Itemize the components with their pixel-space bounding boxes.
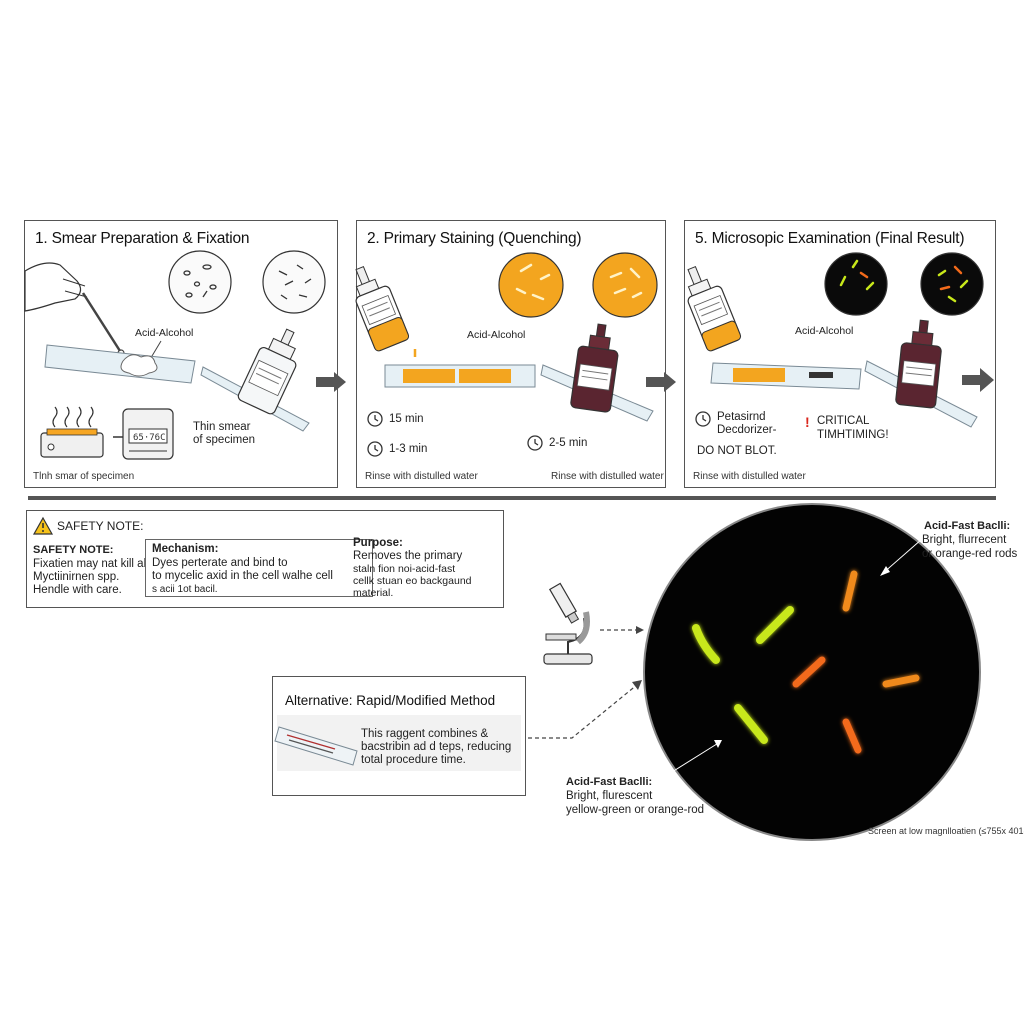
safety-line: Fixatien may nat kill all: [33, 558, 149, 570]
rinse-label: Rinse with distulled water: [551, 471, 664, 482]
fluorescent-field-icon: [824, 252, 888, 316]
acid-fast-desc: Bright, flurescent: [566, 790, 653, 802]
slide-warmer-icon: [40, 406, 104, 458]
time-label: 15 min: [389, 413, 424, 425]
reagent-label: Acid-Alcohol: [467, 329, 526, 341]
acid-fast-label-bottom: Acid-Fast Baclli:: [566, 776, 653, 788]
alternative-title: Alternative: Rapid/Modified Method: [285, 693, 496, 708]
clock-icon: [695, 411, 711, 427]
purpose-line: cellk stuan eo backgaund: [353, 575, 472, 587]
panel-title: 1. Smear Preparation & Fixation: [35, 230, 250, 247]
safety-line: Hendle with care.: [33, 584, 122, 596]
decolorizer-bottle-icon: [540, 323, 654, 422]
stained-petri-dish: [498, 252, 564, 318]
microscope-icon: [543, 582, 593, 665]
panel-title: 5. Microsopic Examination (Final Result): [695, 230, 965, 247]
acid-fast-desc: Bright, flurrecent: [922, 534, 1007, 546]
petri-dish-icon: [262, 250, 326, 314]
dashed-connector: [600, 626, 644, 634]
time-label: 2-5 min: [549, 437, 588, 449]
safety-line: Myctiinirnen spp.: [33, 571, 120, 583]
bottom-label: Tlnh smar of specimen: [33, 471, 135, 482]
alternative-line: bacstribin ad d teps, reducing: [361, 741, 512, 753]
dashed-connector: [528, 680, 642, 739]
purpose-title: Purpose:: [353, 537, 403, 549]
acid-fast-label-top: Acid-Fast Baclli:: [924, 520, 1011, 532]
purpose-line: staln fion noi-acid-fast: [353, 563, 456, 575]
stained-slide: [384, 364, 536, 388]
decolorizer-bottle-icon: [864, 319, 978, 428]
purpose-line: Removes the primary: [353, 550, 463, 562]
critical-label: CRITICAL: [817, 415, 870, 427]
decolorizer-label: Decdorizer-: [717, 424, 777, 436]
acid-fast-desc: or orange-red rods: [922, 548, 1018, 560]
rinse-label: Rinse with distulled water: [365, 471, 478, 482]
purpose-line: material.: [353, 587, 394, 599]
decolorizer-label: Petasirnd: [717, 411, 766, 423]
step-arrow: [962, 368, 994, 392]
alternative-line: This raggent combines &: [361, 728, 489, 740]
step-arrow: [316, 372, 346, 392]
stain-bottle-icon: [687, 265, 742, 352]
panel-microscopic-examination: 5. Microsopic Examination (Final Result)…: [684, 220, 996, 488]
slide-with-smear: [44, 344, 196, 384]
warning-icon: [32, 516, 54, 535]
stain-bottle-icon: [355, 265, 417, 357]
mechanism-line: Dyes perterate and bind to: [152, 557, 288, 569]
safety-note-box: SAFETY NOTE: SAFETY NOTE: Fixatien may n…: [26, 510, 504, 608]
alternative-line: total procedure time.: [361, 754, 466, 766]
examined-slide: [710, 362, 862, 390]
mechanism-line: s acii 1ot bacil.: [152, 584, 218, 595]
critical-label: TIMHTIMING!: [817, 429, 889, 441]
rapid-slide-icon: [274, 726, 358, 766]
section-divider: [28, 496, 996, 500]
do-not-blot-label: DO NOT BLOT.: [697, 445, 777, 457]
clock-icon: [527, 435, 543, 451]
incubator-icon: [122, 408, 174, 460]
clock-icon: [367, 441, 383, 457]
panel-primary-staining: 2. Primary Staining (Quenching) Acid-Alc…: [355, 220, 666, 488]
mechanism-line: to mycelic axid in the cell walhe cell: [152, 570, 333, 582]
safety-subheader: SAFETY NOTE:: [33, 544, 114, 556]
petri-dish-icon: [168, 250, 232, 314]
reagent-label: Acid-Alcohol: [135, 327, 194, 339]
microscope-field-view: [639, 503, 981, 841]
incubator-display: 65·76C: [133, 433, 166, 443]
panel-smear-preparation: 1. Smear Preparation & Fixation Acid-Alc…: [24, 220, 338, 488]
hand-loop-illustration: [24, 262, 125, 357]
mechanism-title: Mechanism:: [152, 543, 219, 555]
critical-icon: !: [805, 414, 810, 430]
time-label: 1-3 min: [389, 443, 428, 455]
mechanism-box: Mechanism: Dyes perterate and bind to to…: [145, 539, 373, 597]
alternative-method-box: Alternative: Rapid/Modified Method This …: [272, 676, 526, 796]
acid-fast-desc: yellow-green or orange-rod: [566, 804, 705, 816]
smear-label: Thin smear of specimen: [193, 421, 256, 446]
fluorescent-field-icon: [920, 252, 984, 316]
magnification-caption: Screen at low magnlloatien (≤755x 4018: [868, 826, 1024, 836]
stained-petri-dish: [592, 252, 658, 318]
safety-header: SAFETY NOTE:: [57, 519, 144, 533]
step-arrow: [646, 372, 676, 392]
reagent-bottle-icon: [200, 328, 310, 432]
rinse-label: Rinse with distulled water: [693, 471, 806, 482]
panel-title: 2. Primary Staining (Quenching): [367, 230, 582, 247]
clock-icon: [367, 411, 383, 427]
reagent-label: Acid-Alcohol: [795, 325, 854, 337]
